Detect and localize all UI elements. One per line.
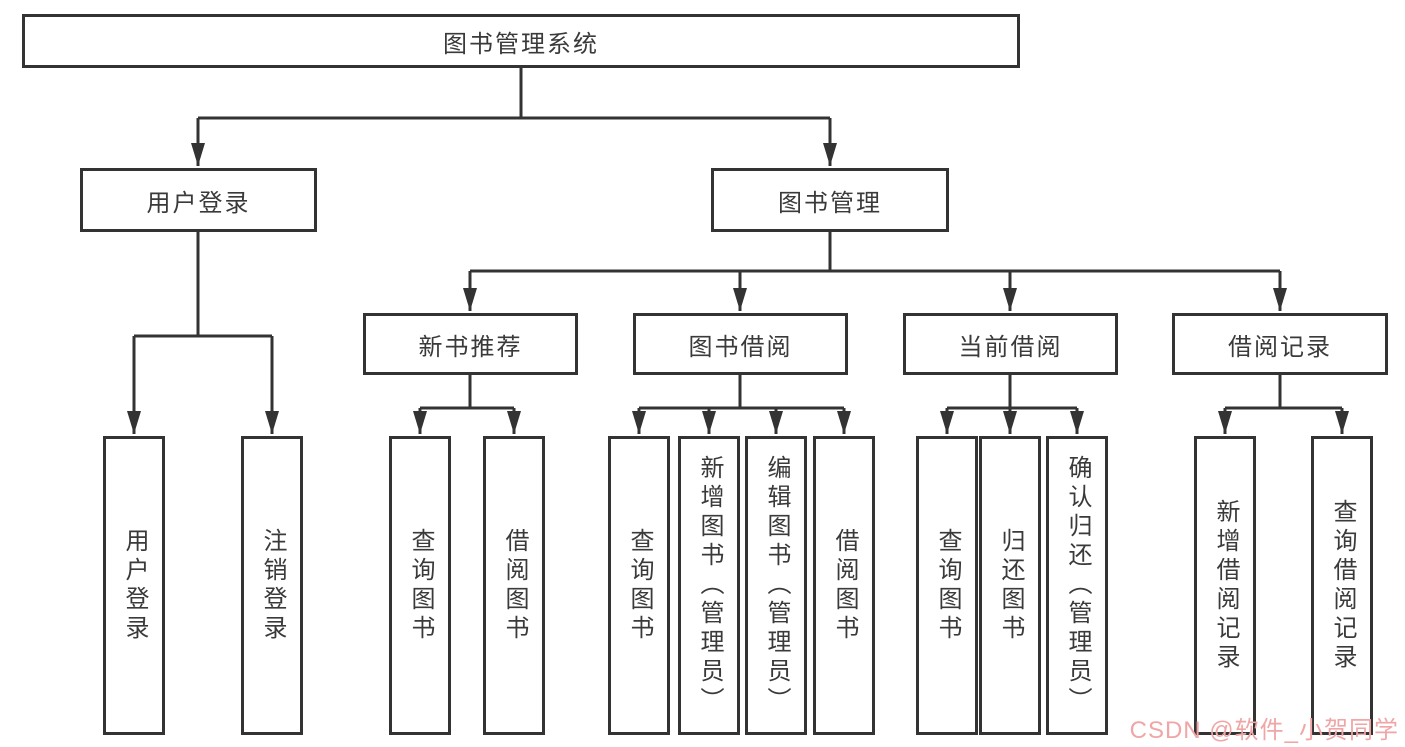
leaf-logout: 注销登录 xyxy=(241,436,303,735)
leaf-br-add-record-label: 新增借阅记录 xyxy=(1212,498,1239,673)
leaf-nb-query-books-label: 查询图书 xyxy=(407,527,434,644)
leaf-cb-confirm-return-admin: 确认归还（管理员） xyxy=(1046,436,1108,735)
leaf-user-login: 用户登录 xyxy=(103,436,165,735)
leaf-br-add-record: 新增借阅记录 xyxy=(1194,436,1256,735)
leaf-bb-borrow-books: 借阅图书 xyxy=(813,436,875,735)
node-user-login-label: 用户登录 xyxy=(146,189,251,217)
leaf-logout-label: 注销登录 xyxy=(259,527,286,644)
node-book-management-label: 图书管理 xyxy=(778,189,882,217)
leaf-bb-query-books-label: 查询图书 xyxy=(626,527,653,644)
leaf-bb-borrow-books-label: 借阅图书 xyxy=(831,527,858,644)
leaf-bb-add-books-admin: 新增图书（管理员） xyxy=(678,436,740,735)
node-book-borrowing-label: 图书借阅 xyxy=(688,333,793,361)
csdn-watermark: CSDN @软件_小贺同学 xyxy=(1129,717,1399,744)
connector-skeleton xyxy=(134,68,1342,410)
node-book-borrowing: 图书借阅 xyxy=(633,313,848,375)
leaf-user-login-label: 用户登录 xyxy=(121,527,148,644)
leaf-cb-confirm-return-admin-label: 确认归还（管理员） xyxy=(1064,455,1091,716)
leaf-bb-edit-books-admin: 编辑图书（管理员） xyxy=(745,436,807,735)
leaf-br-query-record: 查询借阅记录 xyxy=(1311,436,1373,735)
node-borrow-records-label: 借阅记录 xyxy=(1228,333,1332,361)
leaf-cb-query-books-label: 查询图书 xyxy=(934,527,961,644)
leaf-br-query-record-label: 查询借阅记录 xyxy=(1329,498,1356,673)
node-root-label: 图书管理系统 xyxy=(443,30,599,58)
leaf-cb-return-books-label: 归还图书 xyxy=(997,527,1024,644)
node-borrow-records: 借阅记录 xyxy=(1172,313,1388,375)
leaf-cb-query-books: 查询图书 xyxy=(916,436,978,735)
node-current-borrowing: 当前借阅 xyxy=(903,313,1118,375)
leaf-nb-query-books: 查询图书 xyxy=(389,436,451,735)
leaf-bb-add-books-admin-label: 新增图书（管理员） xyxy=(696,455,723,716)
leaf-bb-query-books: 查询图书 xyxy=(608,436,670,735)
node-new-book-recommend-label: 新书推荐 xyxy=(418,333,523,361)
leaf-nb-borrow-books: 借阅图书 xyxy=(483,436,545,735)
node-current-borrowing-label: 当前借阅 xyxy=(958,333,1063,361)
node-root: 图书管理系统 xyxy=(22,14,1020,68)
node-book-management: 图书管理 xyxy=(711,168,949,232)
leaf-nb-borrow-books-label: 借阅图书 xyxy=(501,527,528,644)
leaf-cb-return-books: 归还图书 xyxy=(979,436,1041,735)
leaf-bb-edit-books-admin-label: 编辑图书（管理员） xyxy=(763,455,790,716)
node-new-book-recommend: 新书推荐 xyxy=(363,313,578,375)
node-user-login: 用户登录 xyxy=(80,168,317,232)
